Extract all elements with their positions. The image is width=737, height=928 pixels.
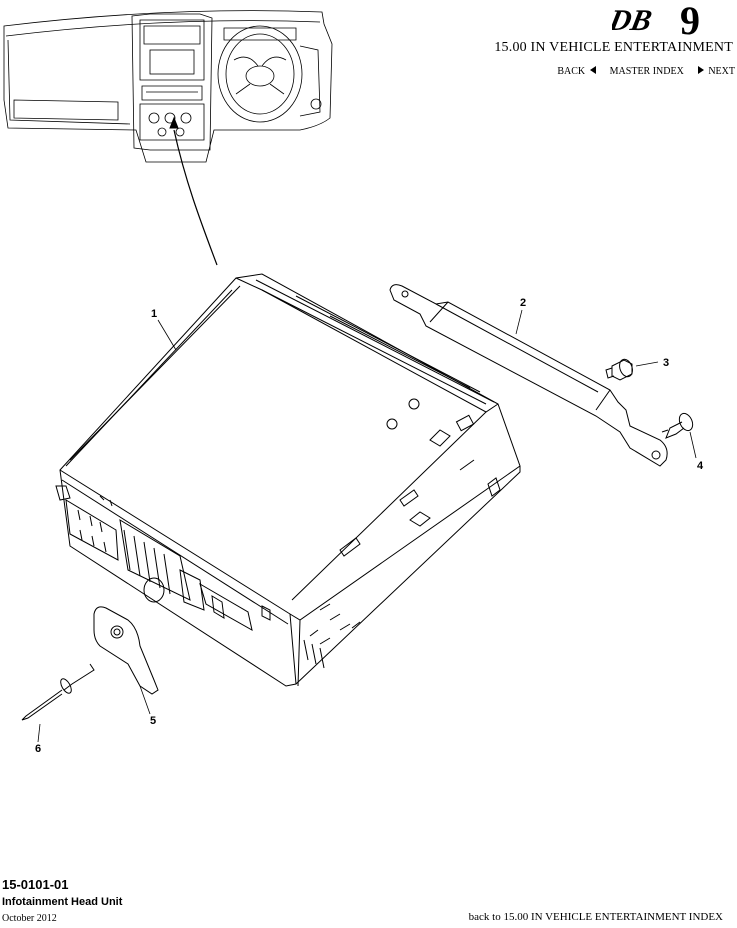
- section-title: 15.00 IN VEHICLE ENTERTAINMENT: [494, 40, 733, 55]
- back-link[interactable]: BACK: [557, 66, 596, 77]
- part-name: Infotainment Head Unit: [2, 896, 123, 908]
- publication-date: October 2012: [2, 913, 57, 924]
- callout-2: 2: [520, 297, 526, 309]
- part-number: 15-0101-01: [2, 877, 69, 892]
- callout-6: 6: [35, 743, 41, 755]
- back-to-index-link[interactable]: back to 15.00 IN VEHICLE ENTERTAINMENT I…: [468, 911, 723, 923]
- bracket-plate: [93, 606, 159, 695]
- head-unit: [55, 273, 521, 687]
- mounting-bracket: [389, 284, 668, 467]
- logo-nine: 9: [680, 0, 700, 40]
- callout-3: 3: [663, 357, 669, 369]
- callout-4: 4: [697, 460, 704, 472]
- back-label: BACK: [557, 66, 586, 77]
- next-link[interactable]: NEXT: [697, 66, 735, 77]
- nav-bar: BACK MASTER INDEX NEXT: [557, 66, 735, 77]
- dashboard-locator: [3, 10, 333, 163]
- callout-1: 1: [151, 308, 157, 320]
- callout-5: 5: [150, 715, 156, 727]
- rivet: [21, 663, 95, 721]
- next-label: NEXT: [708, 66, 735, 77]
- logo-db: DB: [612, 3, 655, 37]
- db9-logo: DB 9: [612, 0, 700, 40]
- arrow-right-icon: [697, 66, 704, 74]
- screw: [605, 358, 633, 381]
- push-fastener: [661, 412, 694, 439]
- arrow-left-icon: [589, 66, 596, 74]
- leader-lines: [37, 309, 697, 743]
- master-index-link[interactable]: MASTER INDEX: [609, 66, 684, 77]
